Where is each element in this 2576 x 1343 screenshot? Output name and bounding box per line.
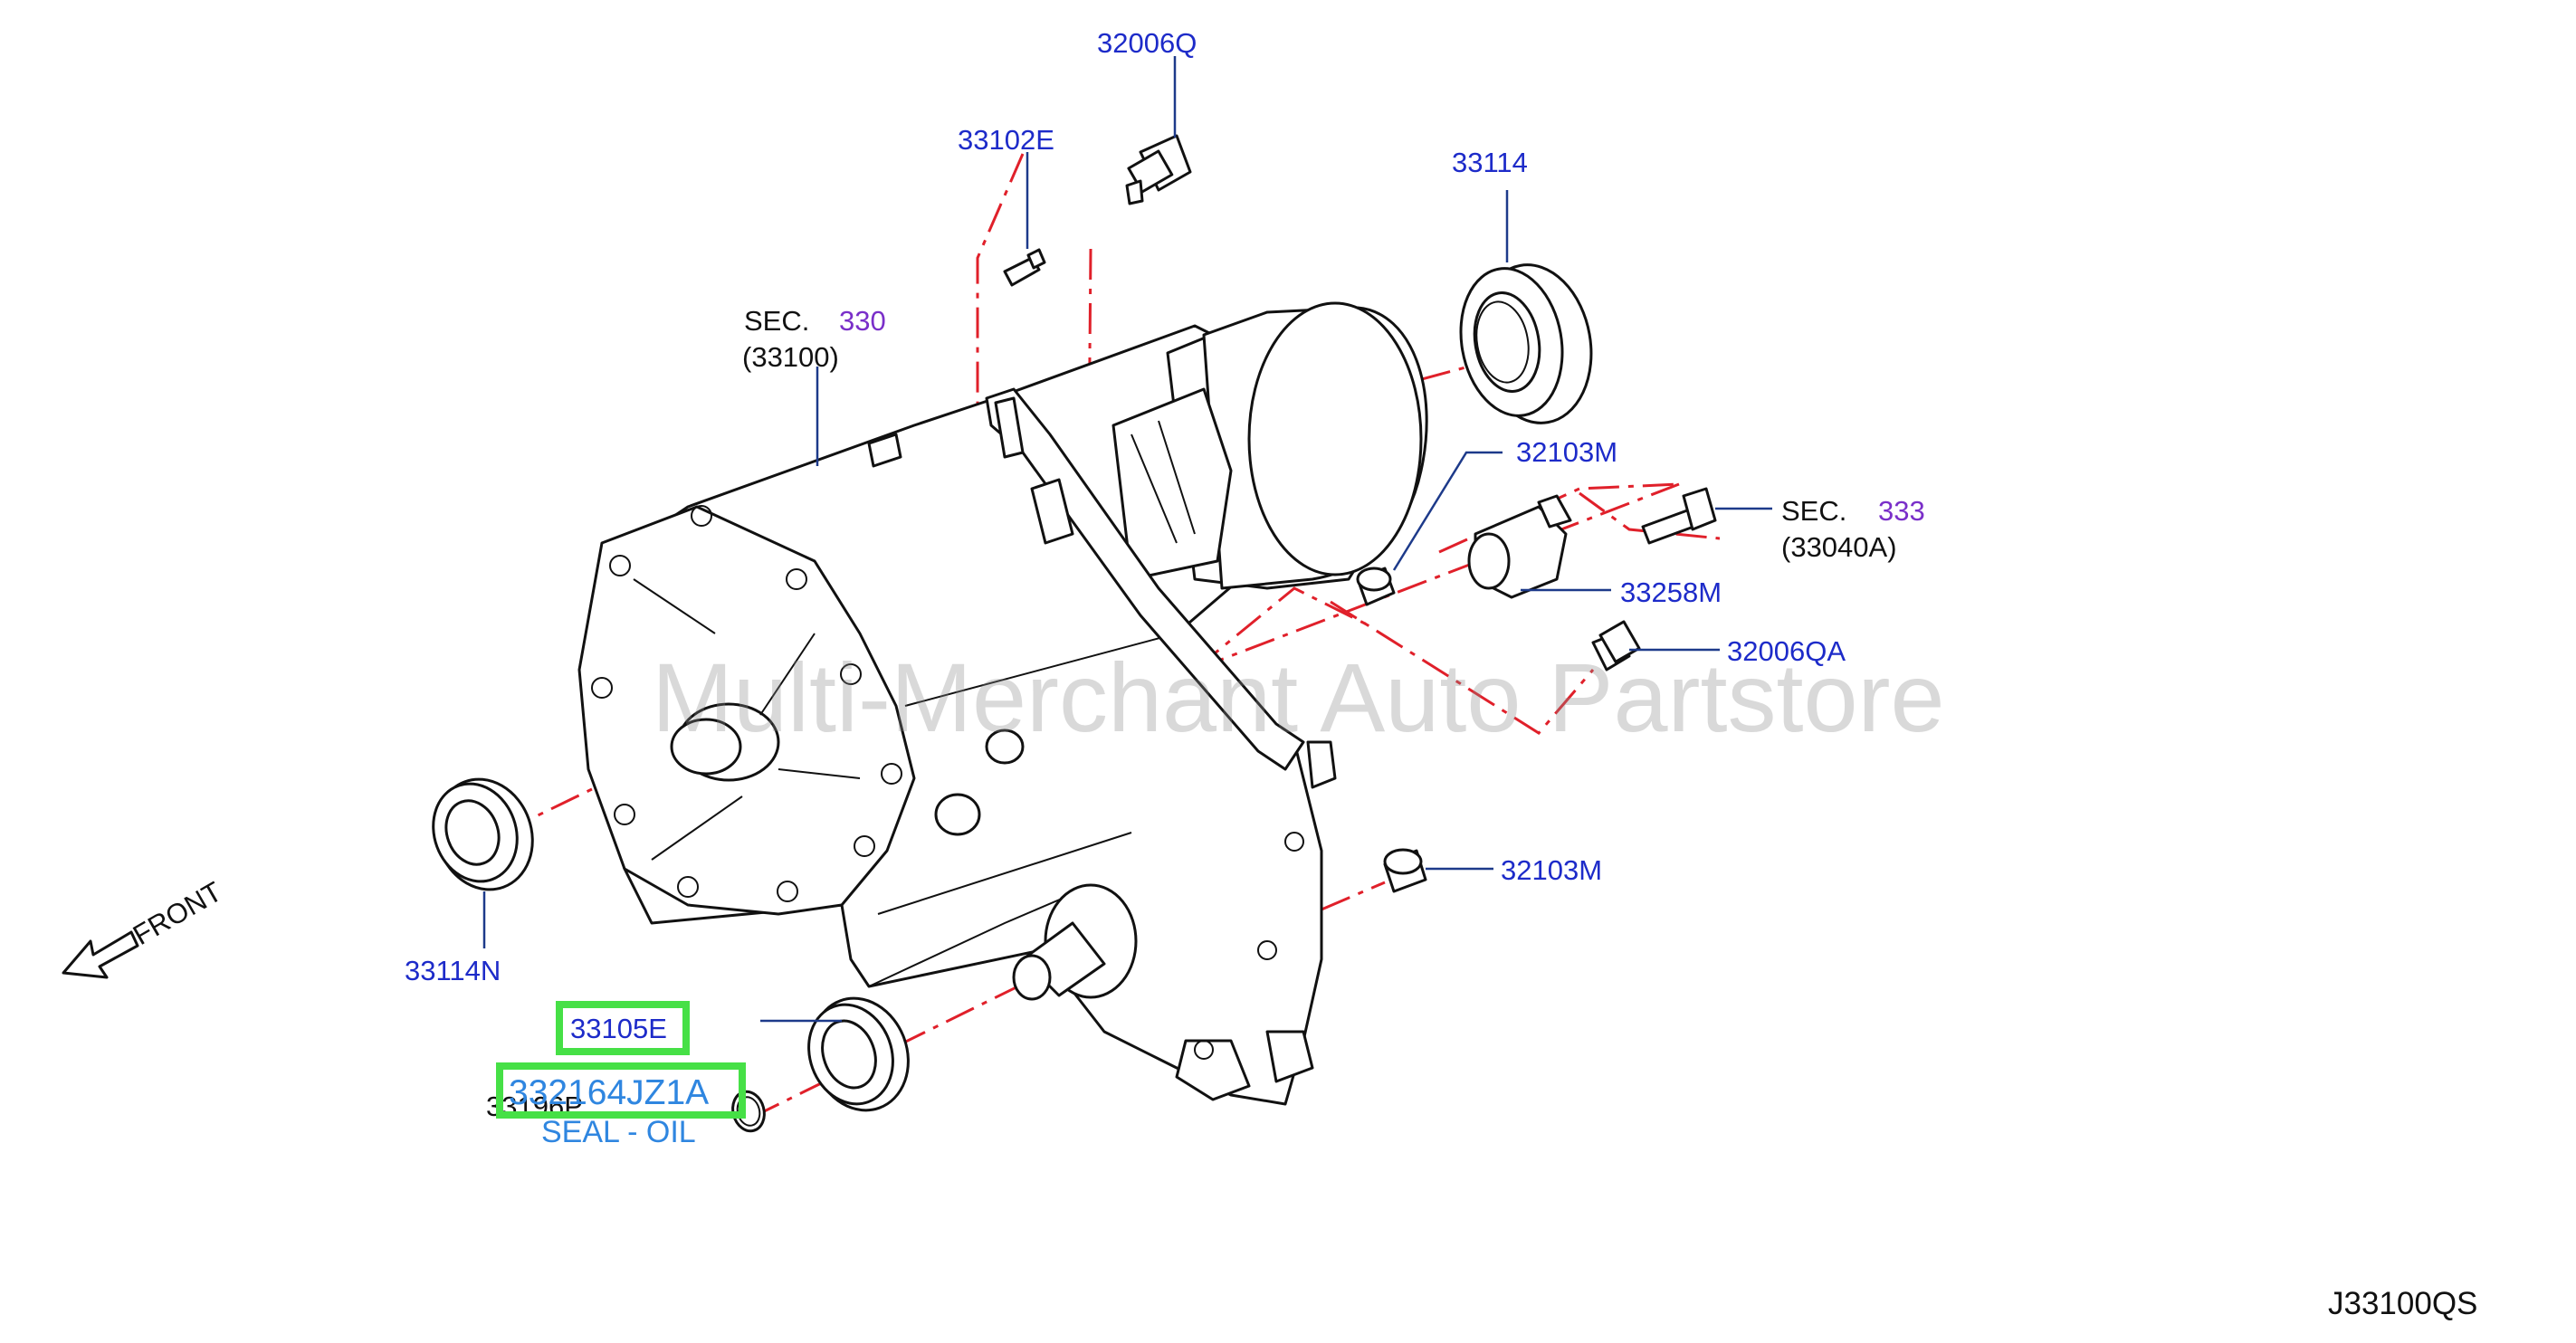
part-32103M-top [1356, 567, 1396, 606]
label-32006Q: 32006Q [1097, 27, 1197, 59]
part-32103M-bottom [1383, 848, 1427, 893]
shift-linkage [867, 387, 1305, 771]
label-sec330-prefix: SEC. [744, 305, 809, 337]
part-33258M [1467, 494, 1572, 599]
rear-extension-housing [1111, 301, 1428, 590]
label-sec330-number: 330 [839, 305, 886, 337]
label-33258M: 33258M [1620, 576, 1722, 608]
label-sec333-ref: (33040A) [1781, 531, 1897, 563]
figure-code: J33100QS [2328, 1286, 2477, 1321]
highlight-part-number: 332164JZ1A [509, 1073, 709, 1112]
highlight-box-part-number [496, 1062, 746, 1119]
part-32006Q [1125, 134, 1192, 205]
sec333-bolt [1641, 487, 1717, 545]
front-label: FRONT [128, 875, 227, 951]
label-32103M-bottom: 32103M [1501, 854, 1602, 886]
part-33114 [1459, 263, 1593, 424]
watermark: Multi-Merchant Auto Partstore [652, 643, 1945, 752]
label-sec330-ref: (33100) [742, 341, 839, 373]
label-sec333-prefix: SEC. [1781, 495, 1846, 527]
front-direction-arrow: FRONT [62, 875, 227, 979]
label-sec333-number: 333 [1878, 495, 1925, 527]
label-33114N: 33114N [405, 955, 501, 986]
part-33114N [432, 777, 534, 891]
label-32006QA: 32006QA [1727, 635, 1846, 667]
highlight-box-33105E [556, 1001, 690, 1055]
label-33114: 33114 [1452, 147, 1528, 178]
highlight-part-description: SEAL - OIL [541, 1115, 696, 1149]
label-33102E: 33102E [958, 124, 1054, 156]
label-32103M-top: 32103M [1516, 436, 1617, 468]
part-33102E [1003, 248, 1046, 287]
label-33105E: 33105E [570, 1013, 667, 1044]
leader-lines [482, 56, 1772, 1023]
part-32006QA [1591, 620, 1641, 672]
part-33105E [807, 996, 910, 1112]
